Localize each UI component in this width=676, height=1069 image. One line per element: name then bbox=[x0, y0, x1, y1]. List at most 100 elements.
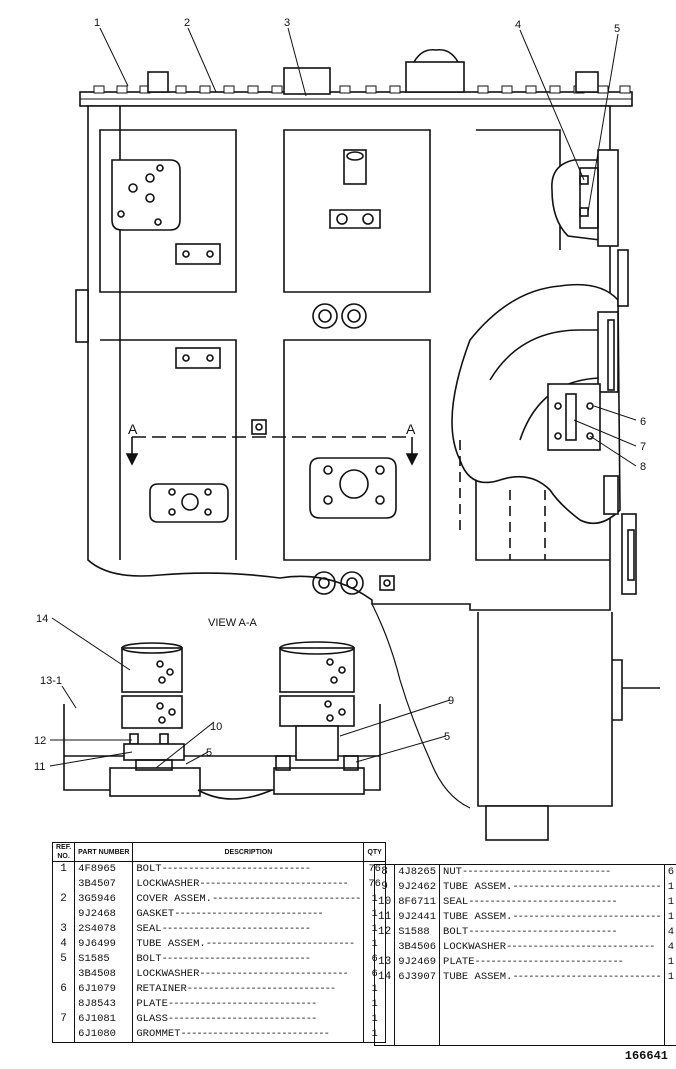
part-number: 9J6499 bbox=[78, 938, 116, 950]
part-number: S1585 bbox=[78, 953, 110, 965]
leader-dashes bbox=[162, 863, 310, 875]
part-number: 6J1080 bbox=[78, 1028, 116, 1040]
leader-dashes bbox=[199, 878, 347, 890]
table-row-empty bbox=[374, 1000, 676, 1015]
header-description: DESCRIPTION bbox=[132, 842, 365, 862]
part-number: 3B4508 bbox=[78, 968, 116, 980]
ref-no: 12 bbox=[378, 926, 392, 938]
section-mark-left: A bbox=[128, 421, 138, 437]
quantity: 1 bbox=[667, 956, 675, 968]
table-row: 12S1588BOLT4 bbox=[374, 925, 676, 940]
part-number: S1588 bbox=[398, 926, 430, 938]
quantity: 1 bbox=[667, 911, 675, 923]
description: BOLT bbox=[136, 863, 162, 875]
part-number: 3G5946 bbox=[78, 893, 116, 905]
part-number: 2S4078 bbox=[78, 923, 116, 935]
description: GASKET bbox=[136, 908, 175, 920]
part-number: 4J8265 bbox=[398, 866, 437, 878]
leader-dashes bbox=[206, 938, 354, 950]
table-row-empty bbox=[374, 1030, 676, 1046]
description: LOCKWASHER bbox=[443, 941, 507, 953]
part-number: 9J2468 bbox=[78, 908, 116, 920]
callout-8: 8 bbox=[640, 461, 646, 473]
table-row: 8 4J8265 NUT 6 bbox=[374, 864, 676, 880]
leader-dashes bbox=[512, 911, 660, 923]
quantity: 1 bbox=[667, 896, 675, 908]
part-number: 8F6711 bbox=[398, 896, 437, 908]
leader-dashes bbox=[199, 968, 347, 980]
view-aa-base bbox=[63, 704, 381, 791]
part-number: 9J2469 bbox=[398, 956, 437, 968]
table-row: 10 8F6711 SEAL 1 bbox=[374, 895, 676, 910]
leader-dashes bbox=[168, 998, 316, 1010]
description: TUBE ASSEM. bbox=[443, 911, 513, 923]
quantity: 1 bbox=[667, 971, 675, 983]
header-ref: REF. NO. bbox=[52, 842, 76, 862]
ref-no: 11 bbox=[378, 911, 392, 923]
table-row: 3B4507LOCKWASHER76 bbox=[52, 877, 386, 892]
part-number: 8J8543 bbox=[78, 998, 116, 1010]
table-row: 66J1079RETAINER1 bbox=[52, 982, 386, 997]
leader-dashes bbox=[162, 953, 310, 965]
ref-no: 9 bbox=[381, 881, 388, 893]
callout-6: 6 bbox=[640, 416, 646, 428]
description: NUT bbox=[443, 866, 462, 878]
table-row: 3B4506 LOCKWASHER 4 bbox=[374, 940, 676, 955]
table-row: 5S1585BOLT6 bbox=[52, 952, 386, 967]
description: TUBE ASSEM. bbox=[136, 938, 206, 950]
callout-5-view-right: 5 bbox=[444, 731, 450, 743]
description: PLATE bbox=[136, 998, 168, 1010]
leader-dashes bbox=[512, 971, 660, 983]
callout-12: 12 bbox=[34, 735, 46, 747]
ref-no: 10 bbox=[378, 896, 392, 908]
description: SEAL bbox=[443, 896, 469, 908]
document-id: 166641 bbox=[624, 1049, 668, 1063]
ref-no: 7 bbox=[60, 1013, 67, 1025]
ref-no: 4 bbox=[60, 938, 67, 950]
leader-dashes bbox=[162, 923, 310, 935]
table-row: 3B4508LOCKWASHER6 bbox=[52, 967, 386, 982]
leader-dashes bbox=[512, 881, 660, 893]
leader-dashes bbox=[462, 866, 610, 878]
table-row-empty bbox=[374, 985, 676, 1000]
callout-3: 3 bbox=[284, 17, 290, 29]
description: SEAL bbox=[136, 923, 162, 935]
table-row: 9J2468GASKET1 bbox=[52, 907, 386, 922]
leader-dashes bbox=[212, 893, 360, 905]
callout-10: 10 bbox=[210, 721, 222, 733]
ref-no: 8 bbox=[381, 866, 388, 878]
callout-14: 14 bbox=[36, 613, 48, 625]
table-row: 14F8965BOLT76 bbox=[52, 861, 386, 877]
callout-2: 2 bbox=[184, 17, 190, 29]
leader-dashes bbox=[168, 1013, 316, 1025]
table-row: 139J2469PLATE1 bbox=[374, 955, 676, 970]
description: GLASS bbox=[136, 1013, 168, 1025]
callout-1: 1 bbox=[94, 17, 100, 29]
leader-dashes bbox=[506, 941, 654, 953]
table-row: 11 9J2441 TUBE ASSEM. 1 bbox=[374, 910, 676, 925]
ref-no: 3 bbox=[60, 923, 67, 935]
description: RETAINER bbox=[136, 983, 187, 995]
callout-4: 4 bbox=[515, 19, 521, 31]
description: LOCKWASHER bbox=[136, 968, 200, 980]
part-number: 9J2441 bbox=[398, 911, 437, 923]
part-number: 3B4506 bbox=[398, 941, 437, 953]
header-qty: QTY bbox=[363, 842, 386, 862]
quantity: 6 bbox=[667, 866, 675, 878]
quantity: 4 bbox=[667, 941, 675, 953]
callout-5-view: 5 bbox=[206, 747, 212, 759]
seal-block bbox=[283, 67, 331, 95]
ref-no: 2 bbox=[60, 893, 67, 905]
quantity: 4 bbox=[667, 926, 675, 938]
leader-dashes bbox=[468, 896, 616, 908]
description: LOCKWASHER bbox=[136, 878, 200, 890]
bolt-row bbox=[93, 85, 631, 94]
description: GROMMET bbox=[136, 1028, 181, 1040]
leader-dashes bbox=[180, 1028, 328, 1040]
section-mark-right: A bbox=[406, 421, 416, 437]
